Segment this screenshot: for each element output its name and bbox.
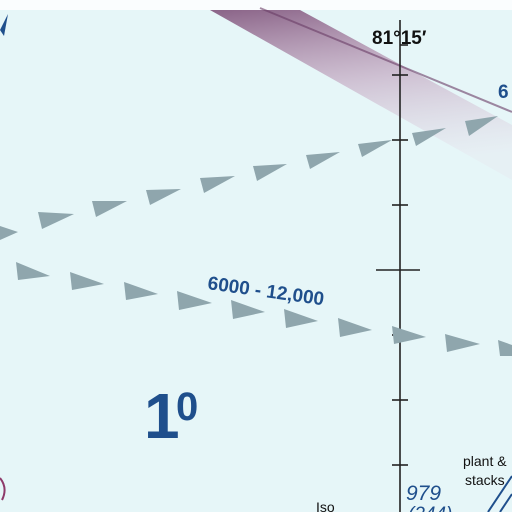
route-arrow [358, 140, 392, 157]
route-arrow [338, 318, 372, 337]
route-arrow [465, 116, 498, 136]
route-arrow [70, 272, 104, 290]
route-arrow [231, 300, 265, 319]
plant-note-line2: stacks [465, 472, 505, 488]
route-arrow [38, 212, 74, 229]
altitude-label-partial: 6 [498, 82, 509, 103]
route-arrow [92, 201, 127, 217]
meridian-81-15 [376, 20, 420, 512]
route-arrow [124, 282, 158, 300]
route-arrow [200, 176, 235, 193]
meridian-label: 81°15′ [372, 28, 427, 49]
obstacle-elevation-msl: 979 [406, 482, 441, 505]
maximum-elevation-figure-major: 1 [144, 380, 180, 452]
airspace-boundary-band [210, 10, 512, 180]
maximum-elevation-figure-minor: 0 [176, 385, 198, 429]
route-arrow [412, 128, 446, 146]
iso-label: Iso [316, 499, 335, 512]
top-margin [0, 0, 512, 10]
bottom-left-mark [0, 477, 6, 501]
airspace-boundary-edge [259, 7, 512, 113]
route-arrow [284, 309, 318, 328]
route-arrow [392, 326, 426, 344]
corner-mark [0, 14, 8, 36]
obstacle-symbol [487, 475, 512, 512]
obstacle-symbol-2 [499, 493, 512, 512]
route-arrow [445, 334, 480, 352]
route-arrows-upper [0, 116, 498, 240]
route-arrow [146, 189, 181, 205]
route-arrow [177, 291, 212, 310]
route-arrow [0, 226, 18, 240]
route-arrow [498, 340, 512, 356]
plant-note-line1: plant & [463, 453, 507, 469]
route-arrow [16, 262, 50, 280]
route-arrows-lower [16, 262, 512, 356]
route-arrow [306, 152, 340, 169]
obstacle-elevation-agl: (244) [408, 504, 452, 512]
route-arrow [253, 164, 287, 181]
